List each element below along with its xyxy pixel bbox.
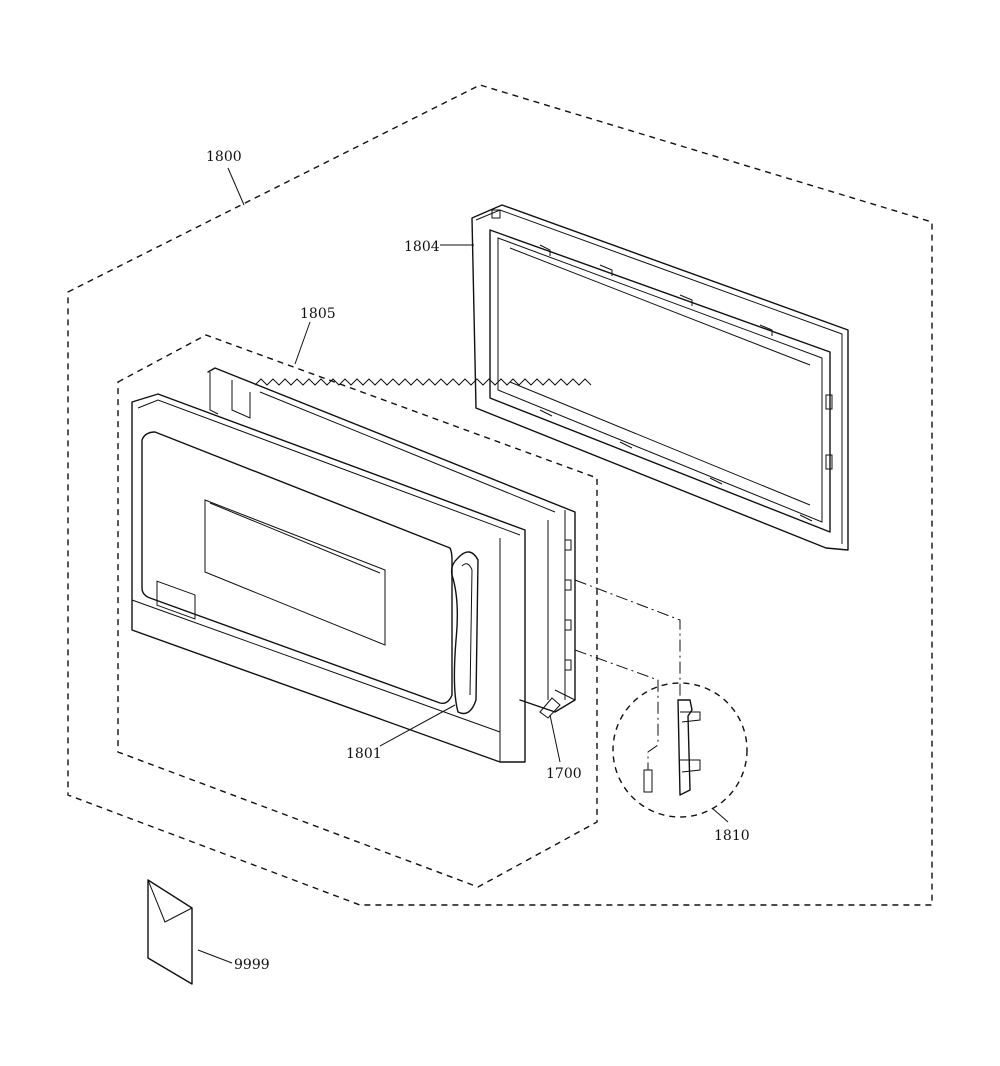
latch-guide-line-1 xyxy=(574,579,681,700)
leader-1810 xyxy=(711,807,729,823)
callout-1801: 1801 xyxy=(346,746,382,762)
callout-1804: 1804 xyxy=(404,239,440,255)
leader-1800 xyxy=(227,167,245,206)
latch-detail-circle-1810 xyxy=(612,682,748,818)
callout-9999: 9999 xyxy=(234,957,270,973)
leader-1805 xyxy=(294,321,311,365)
latch-guide-line-2 xyxy=(574,649,659,770)
logo-badge xyxy=(156,580,196,620)
leader-9999 xyxy=(197,949,233,964)
serrated-edge xyxy=(254,378,592,386)
owners-manual-9999 xyxy=(147,879,193,985)
door-choke-frame-1804 xyxy=(471,204,849,551)
callout-1800: 1800 xyxy=(206,149,242,165)
assembly-boundary-1805 xyxy=(117,334,598,888)
latch-part-1810 xyxy=(643,699,701,796)
callout-1700: 1700 xyxy=(546,766,582,782)
leader-1801 xyxy=(379,704,456,747)
door-assembly-1805 xyxy=(131,367,592,763)
callout-1805: 1805 xyxy=(300,306,336,322)
callout-1810: 1810 xyxy=(714,828,750,844)
leader-1700 xyxy=(549,714,561,763)
door-handle xyxy=(450,551,479,715)
assembly-boundary-1800 xyxy=(67,84,933,906)
